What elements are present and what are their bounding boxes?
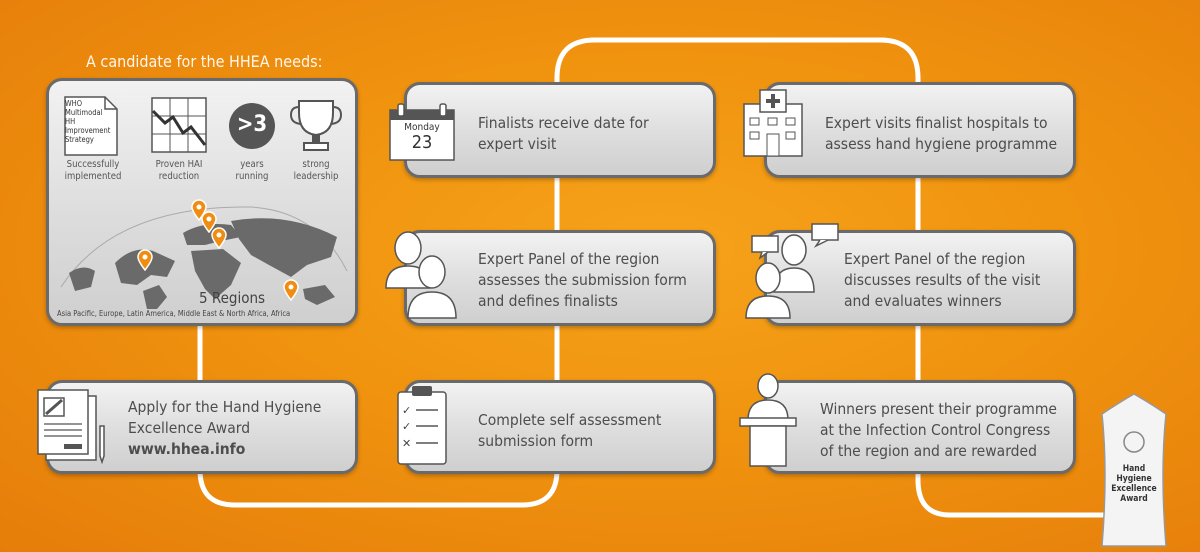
strategy-document-icon [64,96,118,156]
requirement-label-2: Proven HAI reduction [155,159,203,182]
requirement-label-3: years running [235,159,269,182]
calendar-icon [389,103,455,161]
step-expert-visit-box [764,82,1076,178]
step-panel-discuss-box [764,230,1076,326]
svg-text:✓: ✓ [402,420,411,433]
regions-title: 5 Regions [199,289,266,307]
calendar-date: 23 [411,132,433,153]
svg-text:✕: ✕ [402,437,411,450]
calendar-day: Monday [404,122,440,133]
trophy-icon [289,100,343,151]
discussion-panel-icon [745,223,839,319]
checklist-clipboard-icon: ✓ ✓ ✕ [397,386,447,465]
award-text: Hand Hygiene Excellence Award [1111,464,1157,504]
requirement-label-4: strong leadership [293,159,339,182]
step-finalists-date-box [404,82,716,178]
location-pin-icon [211,227,227,249]
requirements-heading: A candidate for the HHEA needs: [86,52,323,71]
step-self-assessment-box [404,380,716,474]
location-pin-icon [283,279,299,301]
years-badge-icon [229,103,275,149]
step-apply-link[interactable]: www.hhea.info [128,440,246,458]
step-expert-visit-text: Expert visits finalist hospitals to asse… [825,114,1058,153]
years-badge-value: >3 [236,112,268,137]
step-panel-assess-text: Expert Panel of the region assesses the … [478,250,687,310]
world-map-icon [60,206,348,309]
location-pin-icon [201,211,217,233]
step-winners-box [764,380,1076,474]
declining-chart-icon [151,97,207,153]
expert-panel-icon [385,231,457,319]
award-trophy-icon [1101,393,1167,547]
hospital-icon [743,89,803,157]
requirement-label-1: Successfully implemented [64,159,122,182]
step-apply-text: Apply for the Hand Hygiene Excellence Aw… [128,398,322,437]
application-form-icon [37,389,105,465]
requirements-panel: WHO Multimodal HH Improvement Strategy S… [46,78,358,326]
location-pin-icon [137,249,153,271]
step-apply-box [46,380,358,474]
strategy-document-text: WHO Multimodal HH Improvement Strategy [65,99,111,144]
svg-text:✓: ✓ [402,404,411,417]
step-panel-discuss-text: Expert Panel of the region discusses res… [844,250,1041,310]
step-self-assessment-text: Complete self assessment submission form [478,411,662,450]
step-finalists-date-text: Finalists receive date for expert visit [478,114,649,153]
speaker-podium-icon [739,373,797,467]
regions-list: Asia Pacific, Europe, Latin America, Mid… [57,309,291,318]
step-winners-text: Winners present their programme at the I… [820,400,1057,460]
